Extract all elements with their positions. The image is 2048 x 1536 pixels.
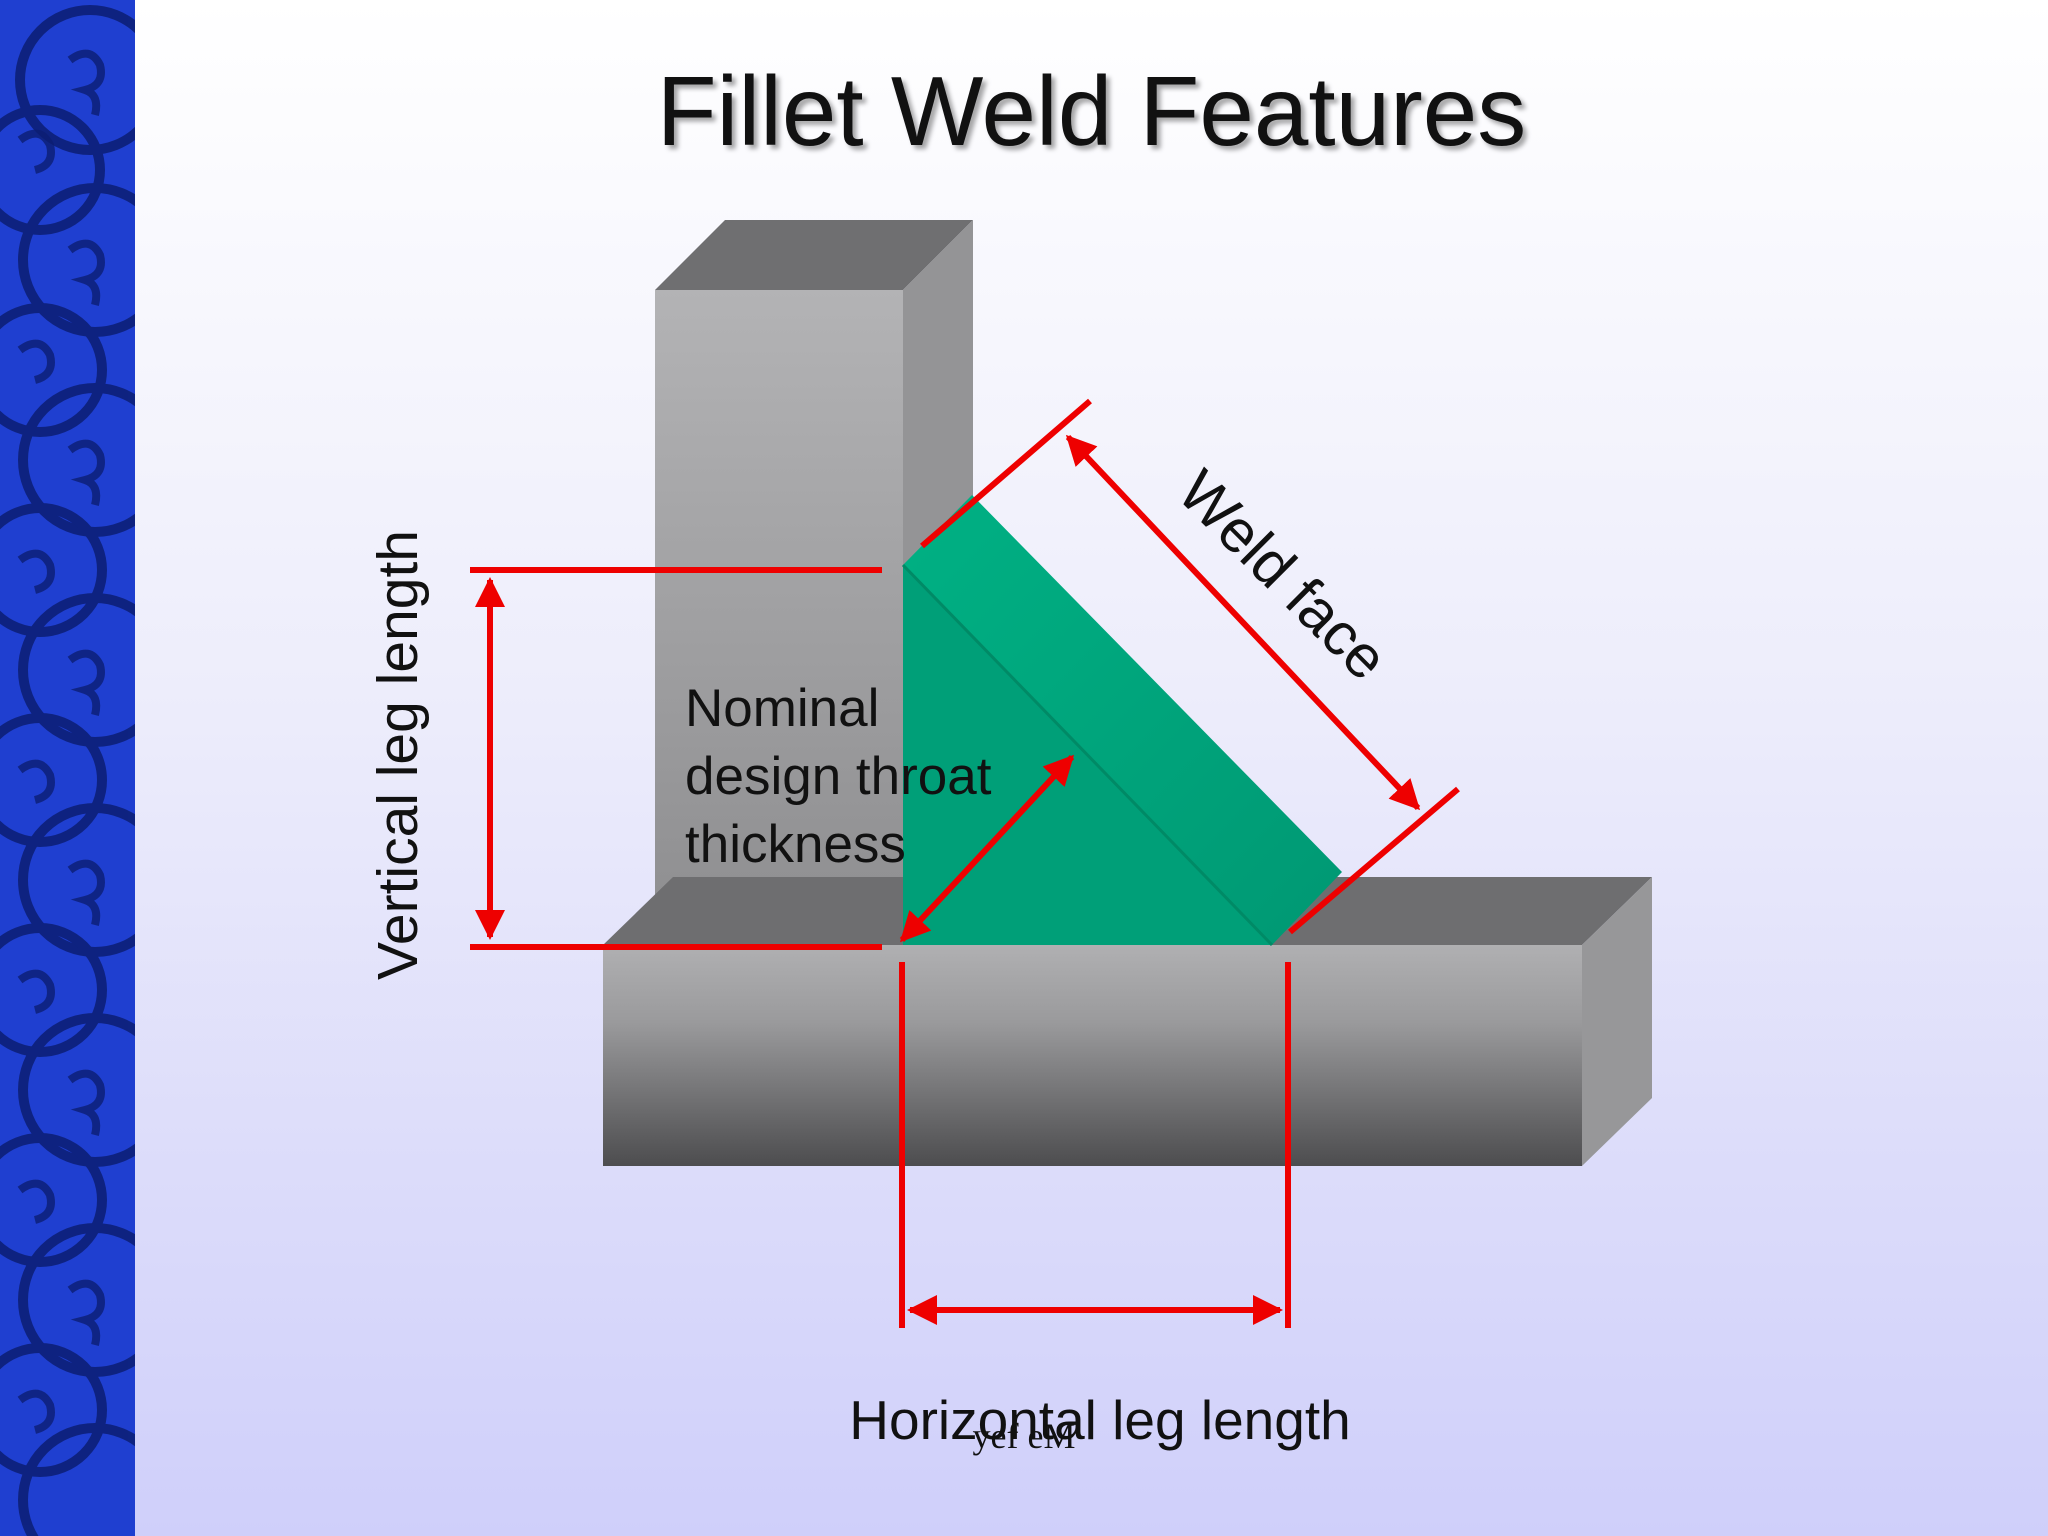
weld-face-top-extension [920,398,1092,549]
decorative-side-band [0,0,135,1536]
dimension-lines [470,398,1460,1328]
vertical-plate [655,220,973,950]
swirl-pattern [0,5,135,1536]
footer-text: yef eM [972,1416,1076,1456]
weld-face-bottom-extension [1288,786,1460,935]
throat-arrow [899,754,1075,943]
horizontal-leg-label: Horizontal leg length [849,1389,1351,1451]
weld-face-arrow [1065,434,1421,811]
throat-thickness-label: Nominal design throat thickness [685,675,1085,879]
throat-label-line-2: design throat [685,747,992,806]
slide-title: Fillet Weld Features [656,56,1527,166]
throat-label-line-3: thickness [685,815,906,874]
throat-label-line-1: Nominal [685,679,880,738]
vertical-leg-label: Vertical leg length [366,530,430,980]
